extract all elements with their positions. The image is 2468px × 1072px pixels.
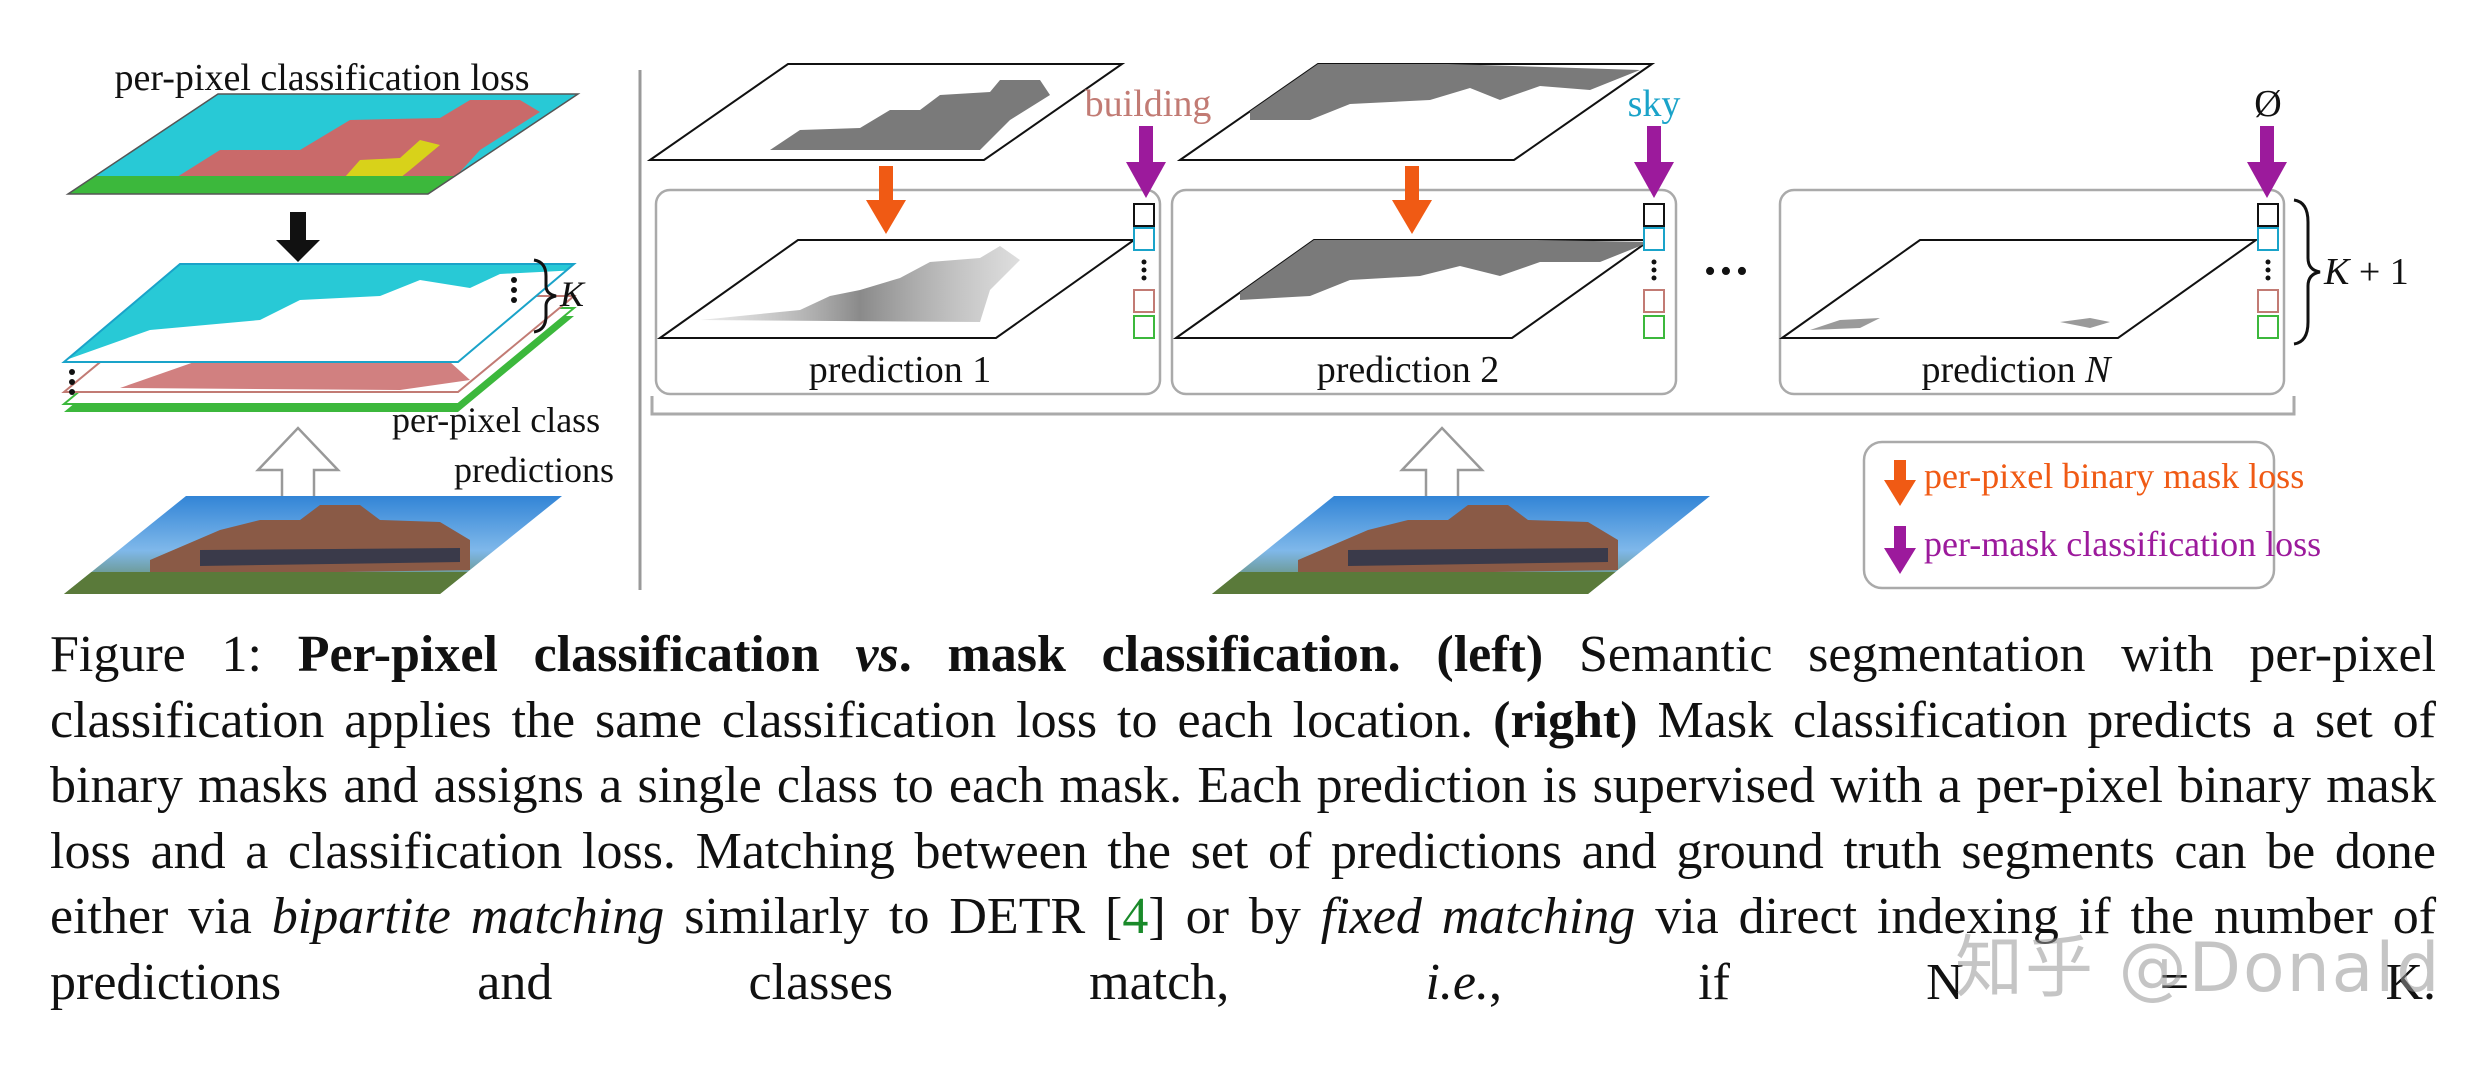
ellipsis: ••• xyxy=(1704,253,1752,290)
gt-mask-sky xyxy=(1176,63,1656,161)
prediction-label-n: prediction N xyxy=(1922,349,2114,391)
caption-title: Per-pixel classification vs. mask classi… xyxy=(297,626,1401,683)
legend-binary-mask-loss: per-pixel binary mask loss xyxy=(1924,456,2304,496)
binary-mask-loss-arrow-icon xyxy=(866,166,1432,234)
caption-bipartite: bipartite matching xyxy=(271,888,665,945)
class-pred-label-line1: per-pixel class xyxy=(392,400,600,440)
classification-loss-arrow-icon xyxy=(1126,126,2287,198)
predicted-mask-n xyxy=(1778,239,2260,339)
caption-fixed: fixed matching xyxy=(1320,888,1636,945)
caption-sentence-4-end: , if N = K. xyxy=(1488,953,2436,1011)
predicted-mask-2 xyxy=(1172,239,1654,339)
figure-diagram: per-pixel classification loss K per-pixe… xyxy=(61,57,2409,594)
k-plus-one-label: K + 1 xyxy=(2323,251,2409,293)
prediction-box-1 xyxy=(654,188,1162,396)
input-image-right xyxy=(1212,496,1710,594)
legend-classification-loss: per-mask classification loss xyxy=(1924,524,2321,564)
prediction-label-2: prediction 2 xyxy=(1317,349,1500,391)
prediction-label-1: prediction 1 xyxy=(809,349,992,391)
caption-figure-label: Figure 1: xyxy=(50,626,262,683)
caption-ie: i.e. xyxy=(1425,953,1489,1011)
caption-left-tag: (left) xyxy=(1436,626,1544,683)
figure-caption: Figure 1: Per-pixel classification vs. m… xyxy=(50,622,2436,1015)
class-label-null: Ø xyxy=(2254,83,2281,125)
legend-box xyxy=(1862,440,2276,590)
class-label-sky: sky xyxy=(1628,83,1681,125)
caption-sentence-2: Mask classification predicts a set of bi… xyxy=(50,691,2436,946)
input-image-left xyxy=(64,496,562,594)
left-title: per-pixel classification loss xyxy=(114,57,529,99)
caption-sentence-4: via direct indexing if the number of pre… xyxy=(50,888,2437,1011)
predicted-mask-1 xyxy=(656,239,1138,339)
class-label-building: building xyxy=(1085,83,1212,125)
caption-line-1: Figure 1: Per-pixel classification vs. m… xyxy=(50,622,2436,1015)
gt-mask-building xyxy=(646,63,1126,161)
caption-sentence-3: similarly to DETR [ xyxy=(684,888,1123,945)
caption-right-tag: (right) xyxy=(1493,691,1638,749)
class-pred-label-line2: predictions xyxy=(454,450,614,490)
caption-sentence-1: Semantic segmentation with per-pixel cla… xyxy=(50,626,2437,749)
down-arrow-icon xyxy=(276,212,320,262)
hollow-up-arrow-icon xyxy=(255,426,341,502)
gt-segmentation-plane xyxy=(68,94,578,194)
k-plus-one-brace xyxy=(2293,198,2321,346)
prediction-box-2 xyxy=(1170,188,1678,396)
legend-orange-arrow-icon xyxy=(1884,460,1916,506)
caption-sentence-3-end: ] or by xyxy=(1148,888,1301,945)
class-prediction-stack xyxy=(61,263,577,412)
watermark: 知乎 @Donald xyxy=(1955,929,2442,1008)
hollow-up-arrow-right-icon xyxy=(1399,426,1485,502)
predictions-bracket xyxy=(650,396,2296,416)
k-brace xyxy=(533,258,557,334)
k-label: K xyxy=(559,274,586,314)
legend-purple-arrow-icon xyxy=(1884,526,1916,574)
prediction-box-n xyxy=(1778,188,2286,396)
caption-ref-link[interactable]: 4 xyxy=(1122,888,1149,945)
class-probability-columns xyxy=(1133,203,2279,339)
